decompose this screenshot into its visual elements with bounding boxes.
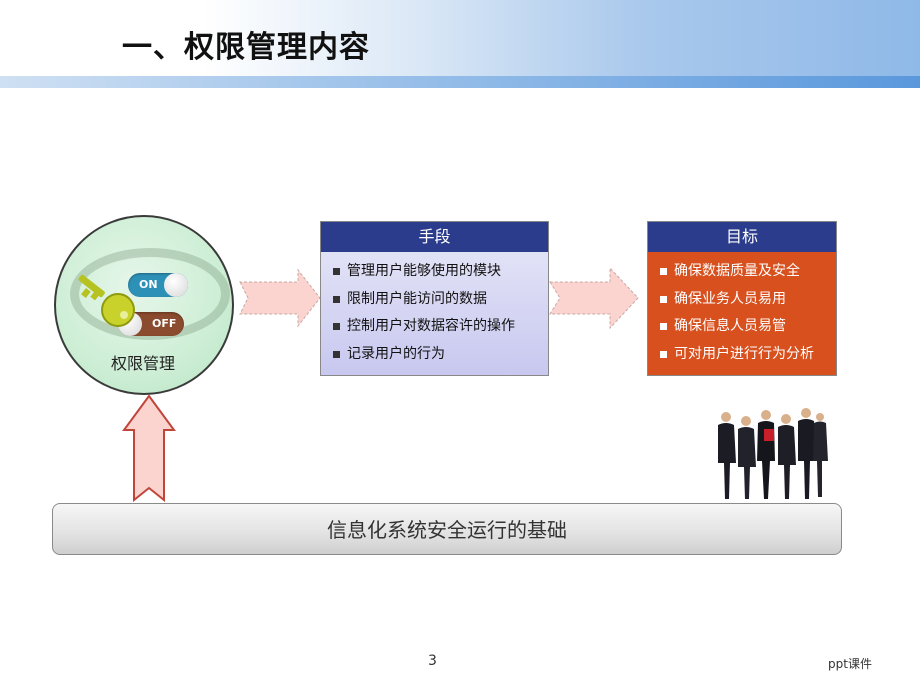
list-item: 管理用户能够使用的模块 <box>321 258 548 286</box>
list-item: 限制用户能访问的数据 <box>321 286 548 314</box>
key-icon <box>78 274 135 327</box>
list-item: 确保业务人员易用 <box>648 286 836 314</box>
bullet-icon <box>660 350 667 358</box>
arrow-right-icon <box>549 266 639 330</box>
arrow-up-icon <box>122 394 176 502</box>
list-item-text: 管理用户能够使用的模块 <box>347 263 501 279</box>
list-item-text: 确保信息人员易管 <box>674 318 786 334</box>
list-item: 确保信息人员易管 <box>648 313 836 341</box>
arrow-right-icon <box>239 268 321 328</box>
foundation-bar: 信息化系统安全运行的基础 <box>52 503 842 555</box>
title-banner-stripe <box>0 76 920 88</box>
list-item: 控制用户对数据容许的操作 <box>321 313 548 341</box>
bullet-icon <box>333 268 340 275</box>
means-list: 管理用户能够使用的模块 限制用户能访问的数据 控制用户对数据容许的操作 记录用户… <box>321 252 548 368</box>
goals-box: 目标 确保数据质量及安全 确保业务人员易用 确保信息人员易管 可对用户进行行为分… <box>647 221 837 376</box>
goals-list: 确保数据质量及安全 确保业务人员易用 确保信息人员易管 可对用户进行行为分析 <box>648 252 836 368</box>
list-item-text: 限制用户能访问的数据 <box>347 290 487 307</box>
toggle-on-icon: ON <box>128 273 188 297</box>
bullet-icon <box>660 323 667 330</box>
permission-label: 权限管理 <box>110 354 175 373</box>
list-item-text: 控制用户对数据容许的操作 <box>347 318 515 334</box>
list-item-text: 可对用户进行行为分析 <box>674 345 814 362</box>
means-box: 手段 管理用户能够使用的模块 限制用户能访问的数据 控制用户对数据容许的操作 记… <box>320 221 549 376</box>
toggle-on-label: ON <box>139 278 158 291</box>
list-item-text: 确保业务人员易用 <box>674 290 786 307</box>
toggle-off-label: OFF <box>152 317 177 330</box>
bullet-icon <box>333 295 340 303</box>
list-item: 可对用户进行行为分析 <box>648 341 836 369</box>
list-item: 记录用户的行为 <box>321 341 548 369</box>
footer-text: ppt课件 <box>828 657 872 671</box>
list-item-text: 记录用户的行为 <box>347 345 445 362</box>
business-people-image <box>718 408 828 499</box>
list-item: 确保数据质量及安全 <box>648 258 836 286</box>
title-banner <box>0 0 920 88</box>
toggle-knob <box>164 273 188 297</box>
bullet-icon <box>333 350 340 358</box>
page-number: 3 <box>428 653 437 669</box>
slide-title: 一、权限管理内容 <box>122 30 370 65</box>
goals-header: 目标 <box>648 222 836 252</box>
bullet-icon <box>660 295 667 303</box>
means-header: 手段 <box>321 222 548 252</box>
bullet-icon <box>333 323 340 330</box>
list-item-text: 确保数据质量及安全 <box>674 263 800 279</box>
bullet-icon <box>660 268 667 275</box>
